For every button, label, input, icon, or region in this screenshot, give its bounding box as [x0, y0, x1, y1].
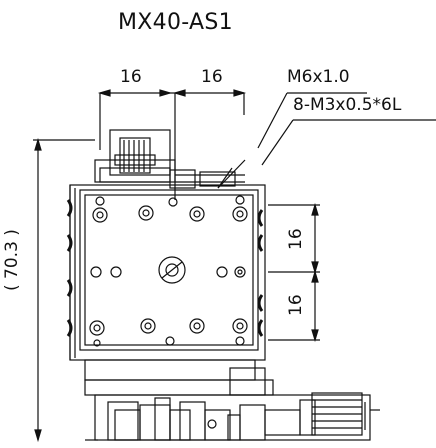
holes	[89, 195, 248, 347]
dimension-top-right: 16	[201, 67, 223, 87]
lower-assembly	[84, 359, 380, 441]
dimension-right-lower: 16	[286, 294, 306, 316]
dimension-right-upper: 16	[286, 228, 306, 250]
thread-callout-m3: 8-M3x0.5*6L	[293, 95, 402, 115]
height-dimension	[33, 137, 95, 443]
model-title: MX40-AS1	[118, 10, 233, 35]
dimension-top-left: 16	[120, 67, 142, 87]
top-knob	[94, 129, 245, 189]
thread-callout-m6: M6x1.0	[287, 67, 350, 87]
top-dimension-lines	[97, 89, 436, 200]
right-dimension-lines	[268, 202, 320, 343]
dimension-height: ( 70.3 )	[2, 229, 22, 291]
stage-body	[66, 184, 266, 361]
